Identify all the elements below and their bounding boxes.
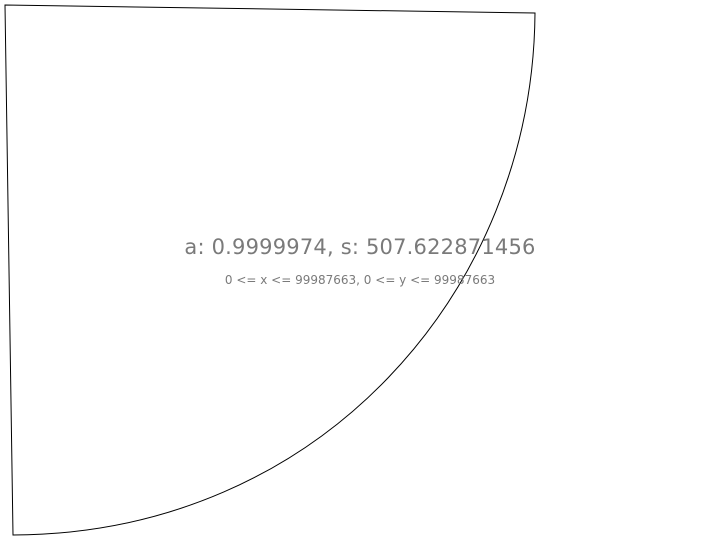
- sector-outline: [4, 4, 536, 536]
- range-label: 0 <= x <= 99987663, 0 <= y <= 99987663: [224, 273, 496, 287]
- parameter-label: a: 0.9999974, s: 507.622871456: [184, 235, 536, 259]
